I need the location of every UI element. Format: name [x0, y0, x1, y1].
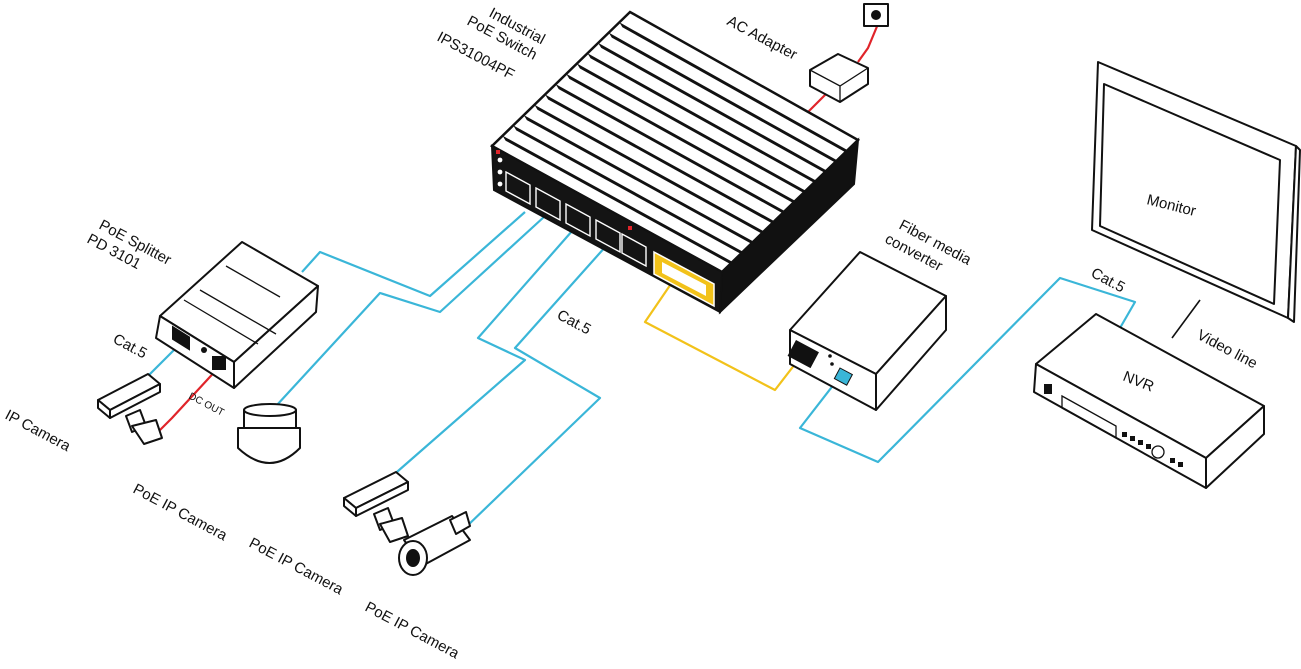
cat5-label-center: Cat.5: [554, 307, 594, 339]
switch-fin: [502, 135, 736, 267]
switch-fin: [576, 63, 809, 196]
dc-out-label: DC OUT: [187, 391, 226, 419]
switch-fin: [545, 94, 778, 227]
fiber-cable: [643, 277, 803, 392]
poe-splitter: PoE Splitter PD 3101: [84, 217, 319, 389]
ip-camera-label: IP Camera: [2, 407, 74, 456]
poe-camera-label-2: PoE IP Camera: [246, 535, 346, 599]
video-line-cable: [1171, 299, 1201, 339]
power-cable-outlet: [857, 23, 880, 63]
ethernet-cable-nvr: [798, 276, 1137, 464]
switch-fin: [598, 42, 830, 176]
ac-adapter-label: AC Adapter: [724, 13, 800, 64]
nvr: NVR: [1033, 313, 1265, 489]
switch-heat-fins: [502, 22, 851, 267]
ethernet-cable-box: [389, 221, 581, 479]
switch-rj45-ports: [505, 170, 647, 268]
switch-fin: [608, 32, 841, 166]
cat5-label-right: Cat.5: [1088, 265, 1128, 297]
switch-fin: [523, 115, 757, 247]
poe-camera-label-3: PoE IP Camera: [362, 599, 462, 663]
cat5-label-left: Cat.5: [110, 331, 150, 363]
wall-outlet: [863, 3, 889, 27]
poe-box-camera: [343, 471, 409, 543]
cables: [139, 23, 1201, 529]
dome-camera: [237, 403, 301, 464]
fiber-media-converter: Fiber media converter: [787, 217, 975, 411]
ethernet-cable-splitter: [301, 211, 526, 298]
switch-fin: [555, 84, 788, 217]
switch-fin: [587, 53, 820, 186]
ip-camera: [97, 373, 163, 445]
ethernet-cable-bullet: [464, 235, 616, 529]
switch-sfp-port: [653, 250, 715, 308]
power-cable-switch: [807, 91, 829, 113]
poe-switch: Industrial PoE Switch IPS31004PF: [434, 5, 861, 315]
switch-fin: [619, 22, 851, 156]
switch-fin: [566, 73, 799, 206]
poe-bullet-camera: [398, 511, 471, 576]
switch-fin: [513, 125, 746, 257]
video-line-label: Video line: [1194, 327, 1260, 373]
poe-camera-label-1: PoE IP Camera: [130, 481, 230, 545]
monitor: Monitor: [1091, 61, 1301, 323]
switch-fin: [534, 104, 767, 237]
ethernet-cable-dome: [264, 215, 546, 419]
